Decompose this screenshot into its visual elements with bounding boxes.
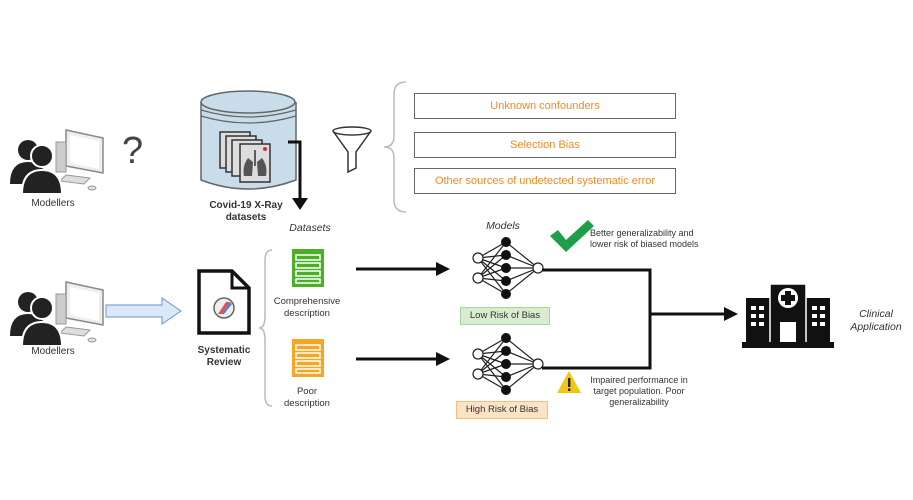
poor-outcome-line2: target population. Poor xyxy=(593,386,685,396)
bias-brace xyxy=(383,81,407,213)
poor-dataset-icon xyxy=(292,339,324,377)
datasets-brace xyxy=(258,249,273,407)
bias-source-selection-bias: Selection Bias xyxy=(414,132,676,158)
poor-outcome-line3: generalizability xyxy=(609,397,669,407)
funnel-icon xyxy=(332,126,372,174)
review-label-line2: Review xyxy=(206,357,242,368)
hospital-icon xyxy=(742,283,834,348)
comprehensive-label-line2: description xyxy=(284,308,330,319)
low-risk-badge: Low Risk of Bias xyxy=(460,307,550,325)
poor-label-line1: Poor xyxy=(296,386,318,397)
review-label-line1: Systematic xyxy=(197,345,251,356)
model-to-clinical-connector xyxy=(542,268,738,370)
bias-source-unknown-confounders: Unknown confounders xyxy=(414,93,676,119)
good-outcome-line1: Better generalizability and xyxy=(590,228,694,238)
systematic-review-document-icon xyxy=(197,269,251,335)
database-label-line2: datasets xyxy=(225,212,267,223)
good-outcome-line2: lower risk of biased models xyxy=(590,239,699,249)
clinical-label-line1: Clinical xyxy=(859,308,893,320)
high-risk-model-icon xyxy=(472,333,544,395)
check-icon xyxy=(550,220,594,252)
dataset-to-model-arrows xyxy=(356,262,450,366)
poor-label-line2: description xyxy=(284,398,330,409)
question-mark-icon: ? xyxy=(122,130,144,172)
modellers-icon xyxy=(10,129,104,195)
database-label-line1: Covid-19 X-Ray xyxy=(209,200,283,211)
models-heading: Models xyxy=(486,220,520,232)
bottom-modellers-label: Modellers xyxy=(31,346,75,357)
datasets-heading: Datasets xyxy=(289,222,331,234)
high-risk-badge: High Risk of Bias xyxy=(456,401,548,419)
top-modellers-label: Modellers xyxy=(31,198,75,209)
poor-outcome-line1: Impaired performance in xyxy=(590,375,688,385)
warning-icon xyxy=(557,371,581,393)
poor-outcome-text: Impaired performance in target populatio… xyxy=(584,375,694,408)
modellers-icon xyxy=(10,281,104,347)
comprehensive-label-line1: Comprehensive xyxy=(273,296,341,307)
blue-arrow xyxy=(105,296,183,326)
clinical-label-line2: Application xyxy=(850,321,902,333)
comprehensive-dataset-icon xyxy=(292,249,324,287)
low-risk-model-icon xyxy=(472,237,544,299)
xray-database-icon xyxy=(200,90,297,190)
bias-source-other: Other sources of undetected systematic e… xyxy=(414,168,676,194)
database-down-arrow xyxy=(288,140,308,210)
good-outcome-text: Better generalizability and lower risk o… xyxy=(590,228,699,250)
